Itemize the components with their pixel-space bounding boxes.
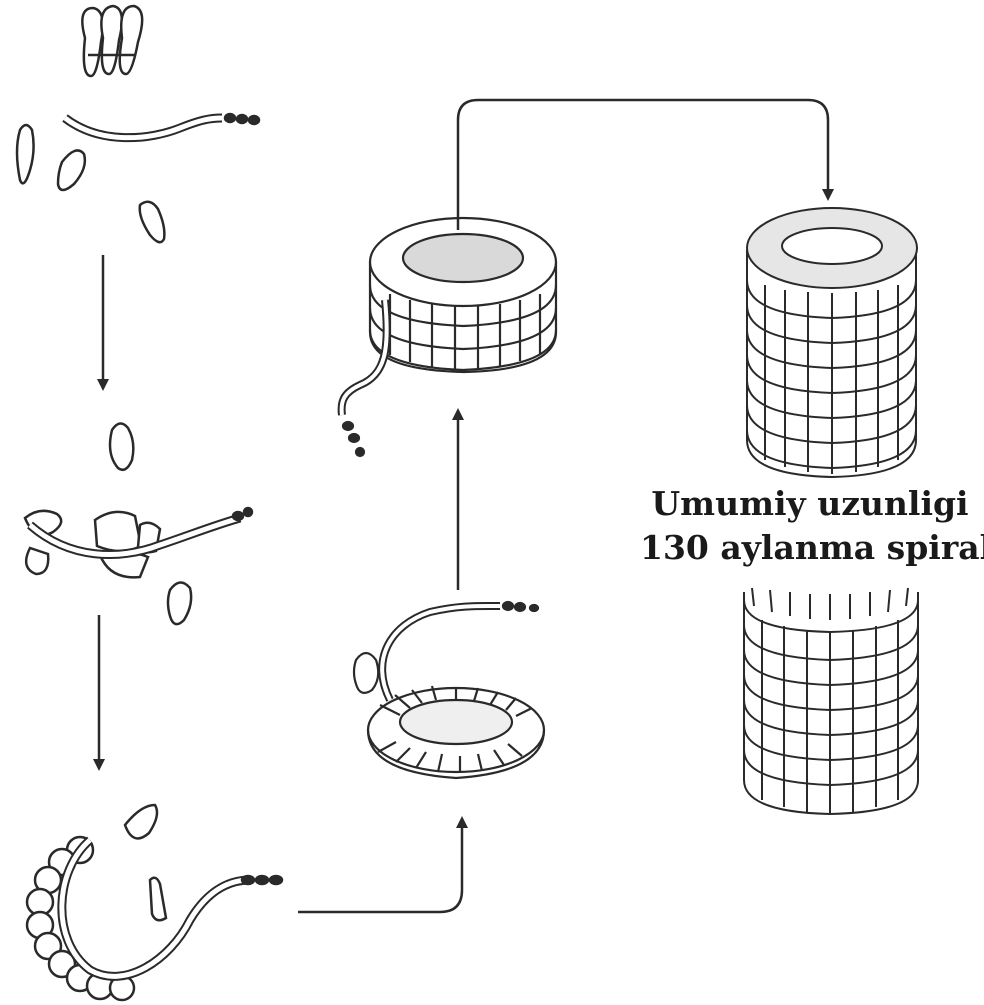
stage-2-binding	[25, 423, 252, 624]
protein-subunit-icon	[140, 202, 165, 242]
rna-dots-3	[242, 876, 282, 884]
rna-dots-5	[343, 422, 364, 456]
stage-4-disk	[354, 602, 544, 778]
rna-dots-4	[503, 602, 538, 611]
subunit-cluster	[82, 6, 142, 76]
tube-top-verticals	[765, 285, 898, 474]
protein-subunit-icon	[17, 125, 34, 183]
stage-5-stacked-disk	[342, 218, 556, 456]
protein-subunit-icon	[125, 805, 157, 838]
rna-dots-2	[233, 508, 252, 520]
arrow-icon	[298, 822, 462, 912]
helical-tube-bottom	[744, 588, 918, 814]
stage-3-helix-start	[27, 805, 282, 1000]
protein-subunit-icon	[168, 582, 191, 624]
protein-subunit-icon	[354, 653, 378, 693]
stage-1-free-subunits	[17, 6, 259, 242]
caption-line-2: 130 aylanma spiral	[640, 526, 980, 570]
protein-subunit-icon	[110, 423, 133, 469]
helical-tube-top	[747, 208, 917, 477]
caption-line-1: Umumiy uzunligi	[640, 482, 980, 526]
protein-subunit-icon	[58, 150, 85, 190]
rna-strand-4	[382, 606, 500, 700]
arrow-icon	[458, 100, 828, 230]
rna-dots-1	[225, 114, 259, 124]
tube-length-caption: Umumiy uzunligi 130 aylanma spiral	[640, 482, 980, 570]
